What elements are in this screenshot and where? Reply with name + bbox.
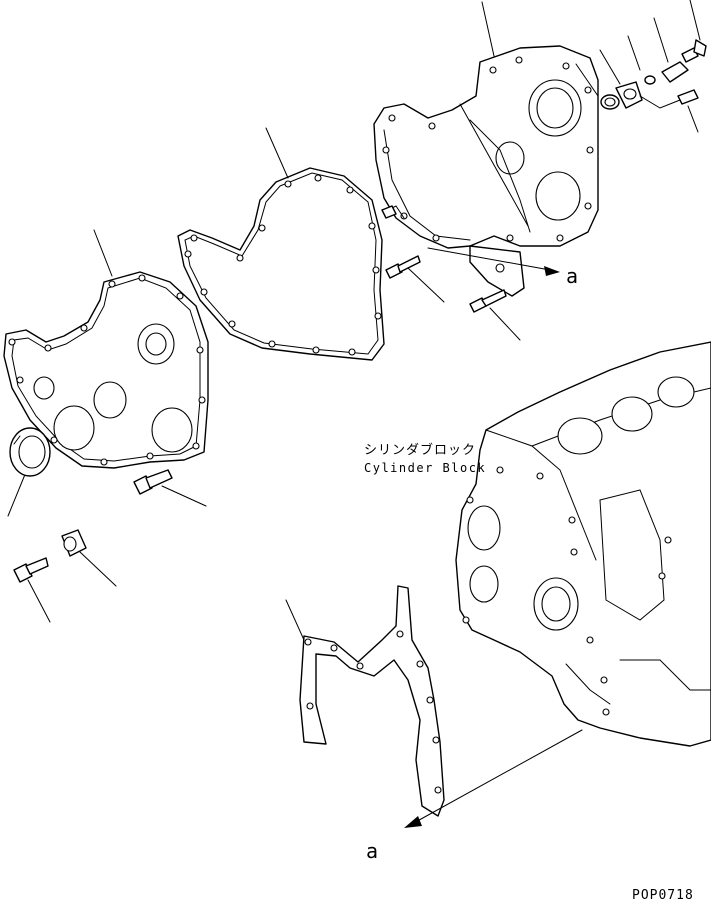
leader-lines-top bbox=[7, 0, 701, 641]
stud-bolt bbox=[13, 557, 49, 583]
cylinder-block bbox=[455, 341, 711, 747]
lower-gasket bbox=[299, 585, 445, 817]
drawing-code: POP0718 bbox=[632, 888, 694, 903]
cylinder-block-label-en: Cylinder Block bbox=[364, 461, 487, 475]
front-cover bbox=[3, 271, 209, 469]
oil-seal bbox=[9, 427, 51, 477]
plug bbox=[61, 529, 87, 557]
gear-housing bbox=[373, 45, 599, 297]
bolt-mid-1 bbox=[385, 255, 421, 279]
bolt-mid-2 bbox=[469, 289, 507, 313]
front-cover-gasket bbox=[177, 167, 385, 361]
bolt-front-cover bbox=[133, 469, 173, 495]
cylinder-block-label-jp: シリンダブロック bbox=[364, 443, 477, 458]
arrow-a-bottom bbox=[404, 729, 583, 828]
arrow-a-top bbox=[427, 247, 560, 276]
reference-mark-bottom: a bbox=[366, 839, 379, 863]
reference-mark-top: a bbox=[566, 264, 579, 288]
small-parts-top bbox=[600, 39, 707, 110]
